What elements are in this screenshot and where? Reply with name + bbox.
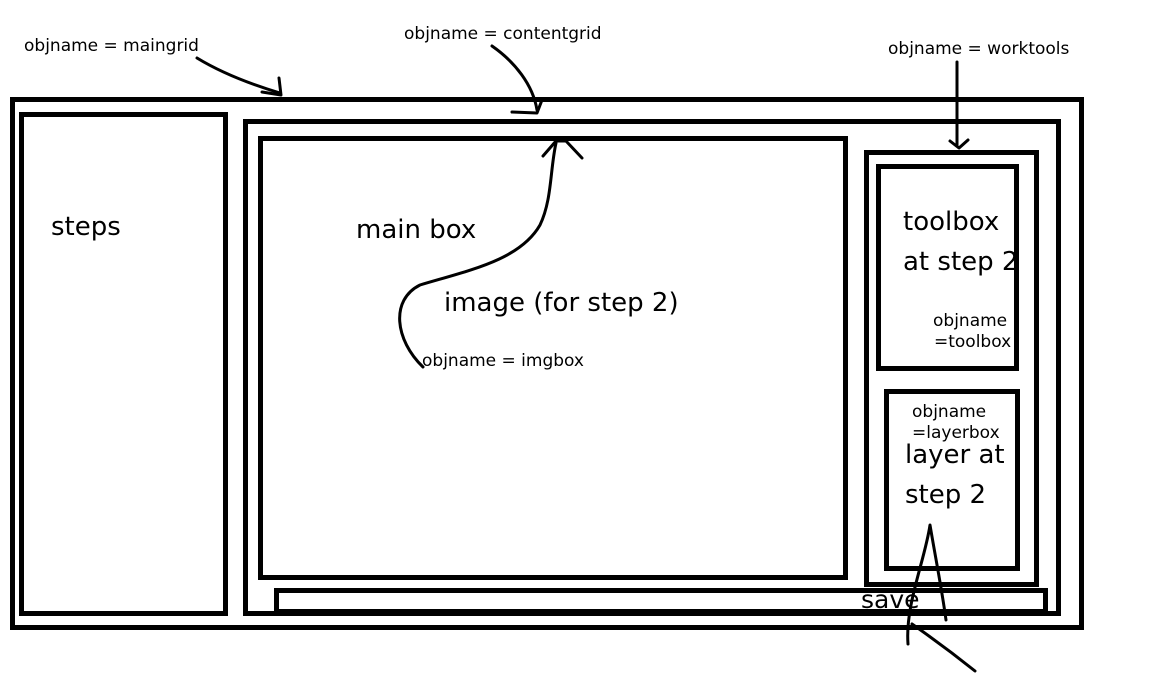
image-label: image (for step 2) (444, 288, 679, 318)
contentgrid-annotation: objname = contentgrid (404, 24, 602, 44)
main-box-label: main box (356, 215, 477, 245)
toolbox-panel (876, 164, 1019, 371)
steps-panel (19, 112, 228, 616)
toolbox-label-line1: toolbox (903, 207, 1000, 237)
layerbox-annotation-line2: =layerbox (912, 423, 1000, 443)
layer-label-line1: layer at (905, 440, 1005, 470)
layerbox-panel (884, 389, 1020, 571)
toolbox-annotation-line1: objname (933, 311, 1008, 331)
maingrid-annotation: objname = maingrid (24, 36, 199, 56)
toolbox-annotation-line2: =toolbox (934, 332, 1012, 352)
save-bar (274, 588, 1048, 614)
worktools-box (864, 150, 1039, 587)
toolbox-label-line2: at step 2 (903, 247, 1019, 277)
steps-label: steps (51, 212, 121, 242)
maingrid-arrow (195, 56, 282, 95)
worktools-annotation: objname = worktools (888, 39, 1070, 59)
maingrid-arrowhead (260, 76, 283, 97)
layerbox-annotation-line1: objname (912, 402, 987, 422)
save-arrow-tail (910, 622, 977, 673)
save-label: save (861, 585, 920, 614)
imgbox-annotation: objname = imgbox (422, 351, 584, 371)
maingrid-box (10, 97, 1084, 630)
layer-label-line2: step 2 (905, 480, 987, 510)
main-box-panel (258, 136, 848, 580)
